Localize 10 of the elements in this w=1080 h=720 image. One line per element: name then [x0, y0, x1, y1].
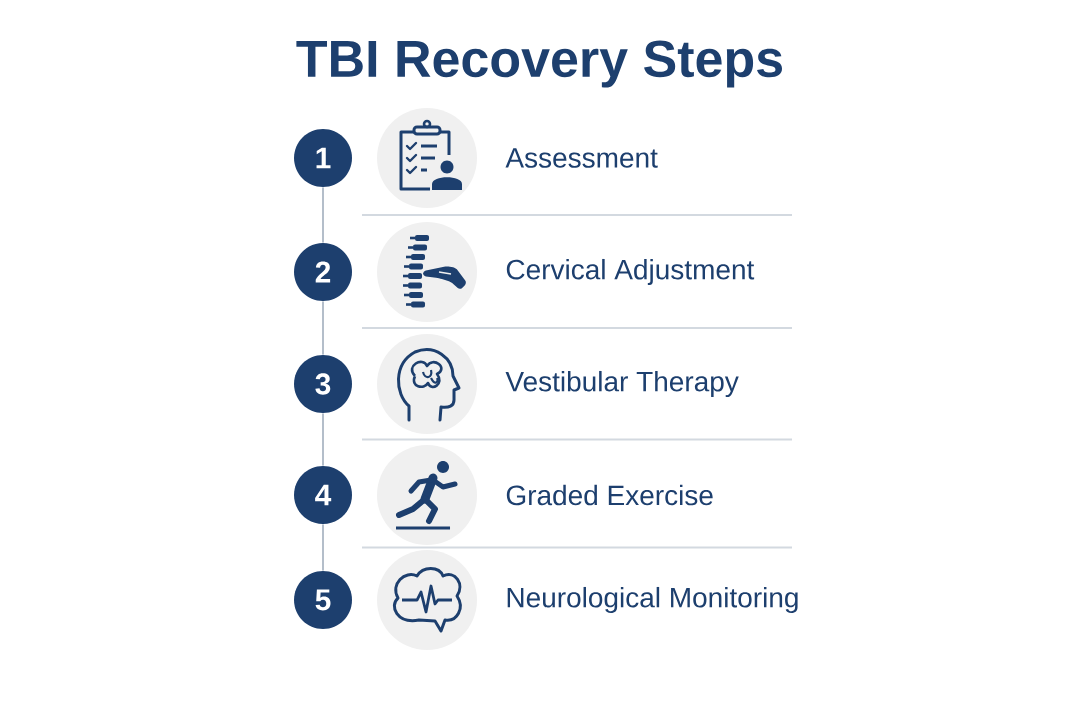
connector-line [322, 412, 324, 467]
step-label: Vestibular Therapy [505, 370, 739, 398]
title: TBI Recovery Steps [296, 40, 782, 88]
connector-line [322, 186, 324, 244]
connector-line [322, 300, 324, 356]
step-label: Assessment [505, 148, 658, 168]
connector-line [322, 523, 324, 572]
step-label: Cervical Adjustment [506, 258, 755, 286]
step-label: Graded Exercise [506, 484, 713, 506]
step-label: Neurological Monitoring [507, 586, 798, 614]
